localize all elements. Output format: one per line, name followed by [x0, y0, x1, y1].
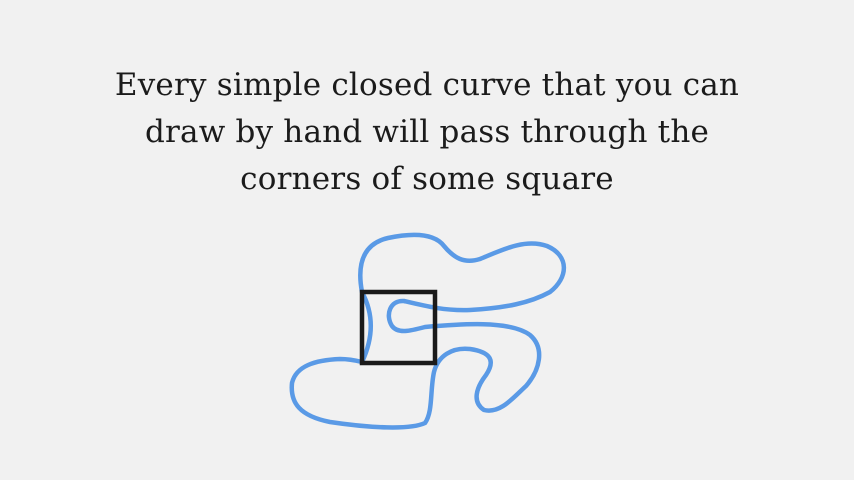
inscribed-square [359, 289, 438, 366]
statement-text: Every simple closed curve that you can d… [0, 62, 854, 203]
statement-line-1: Every simple closed curve that you can [114, 67, 740, 103]
closed-curve [289, 232, 566, 430]
statement-line-3: corners of some square [240, 161, 614, 197]
statement-line-2: draw by hand will pass through the [144, 114, 710, 150]
